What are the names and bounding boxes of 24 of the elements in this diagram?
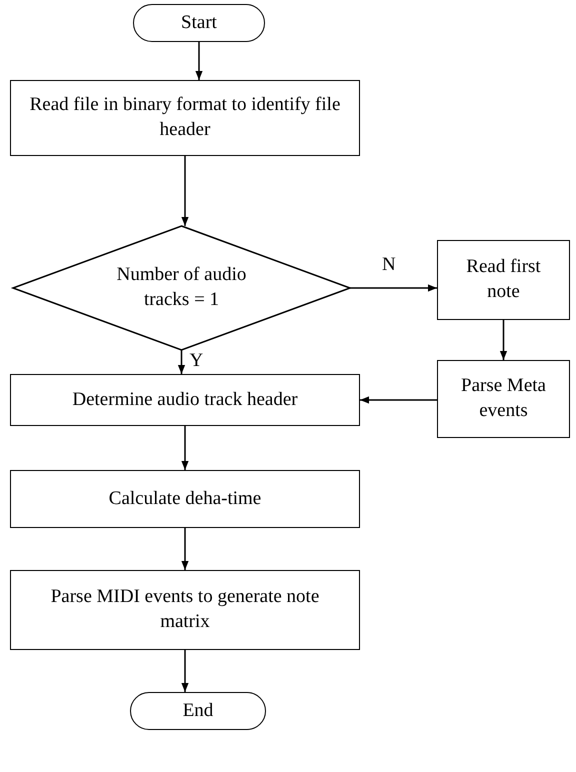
process-box	[10, 80, 360, 156]
node-label: Calculate deha-time	[108, 486, 262, 511]
arrow	[360, 396, 437, 404]
process-box	[10, 470, 360, 528]
arrow	[181, 426, 189, 470]
node-label: Determine audio track header	[72, 388, 298, 412]
process-box	[10, 570, 360, 650]
arrow	[350, 284, 437, 292]
node-label: Parse Meta events	[460, 374, 547, 423]
arrow	[178, 350, 186, 374]
arrow	[500, 320, 508, 360]
process-box	[437, 360, 570, 438]
node-label: Parse MIDI events to generate note matrix	[50, 585, 320, 634]
node-label: End	[182, 698, 214, 723]
process-box	[437, 240, 570, 320]
arrow	[195, 42, 203, 80]
node-label: Start	[181, 10, 217, 35]
node-label: Number of audio tracks = 1	[116, 263, 248, 312]
arrow	[181, 650, 189, 692]
node-label: Read file in binary format to identify file header	[28, 93, 342, 142]
process-box	[10, 374, 360, 426]
node-label: Read first note	[465, 255, 542, 304]
arrow	[181, 156, 189, 226]
arrow	[181, 528, 189, 570]
